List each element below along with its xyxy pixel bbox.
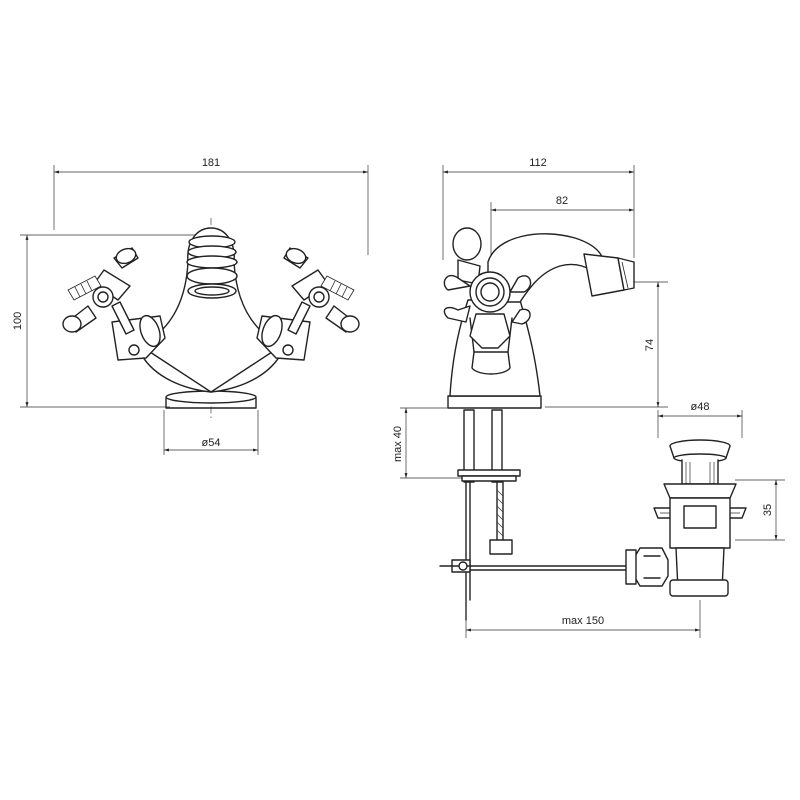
dim-label-35: 35 (762, 504, 774, 516)
dimension-overall-height: 100 (12, 234, 210, 408)
dim-label-112: 112 (529, 157, 547, 169)
dimension-base-diameter: ø54 (163, 410, 259, 455)
dim-label-82: 82 (556, 195, 568, 207)
dim-label-max-150: max 150 (562, 615, 604, 627)
pop-up-rod (439, 559, 641, 573)
side-base (447, 395, 542, 409)
dimension-plug-diameter: ø48 (657, 401, 743, 438)
dim-label-max-40: max 40 (392, 426, 404, 462)
faucet-body (139, 261, 283, 393)
side-view: 112 82 74 (392, 157, 668, 621)
drain-pivot-nut (625, 547, 669, 587)
dimension-max-drain-distance: max 150 (465, 600, 701, 638)
dim-label-o48: ø48 (691, 401, 710, 413)
dimension-overall-width: 181 (53, 157, 369, 255)
dimension-overall-depth: 112 (442, 157, 635, 260)
dim-label-100: 100 (12, 312, 24, 330)
dim-label-181: 181 (202, 157, 220, 169)
front-view: 181 100 ø54 (12, 157, 369, 455)
side-cross-handle (443, 227, 532, 349)
drain-body (653, 483, 747, 597)
left-cross-handle (62, 247, 166, 361)
faucet-base (165, 390, 257, 409)
under-deck-fittings (457, 409, 521, 621)
drain-plug (669, 439, 731, 485)
drain-view: ø48 35 (465, 401, 785, 638)
dimension-plug-height: 35 (735, 479, 785, 541)
dim-label-74: 74 (644, 339, 656, 351)
dim-label-o54: ø54 (202, 437, 221, 449)
dimension-max-deck-thickness: max 40 (392, 407, 470, 479)
dimension-spout-height: 74 (545, 281, 668, 408)
right-cross-handle (256, 247, 360, 361)
central-spout (186, 227, 238, 299)
